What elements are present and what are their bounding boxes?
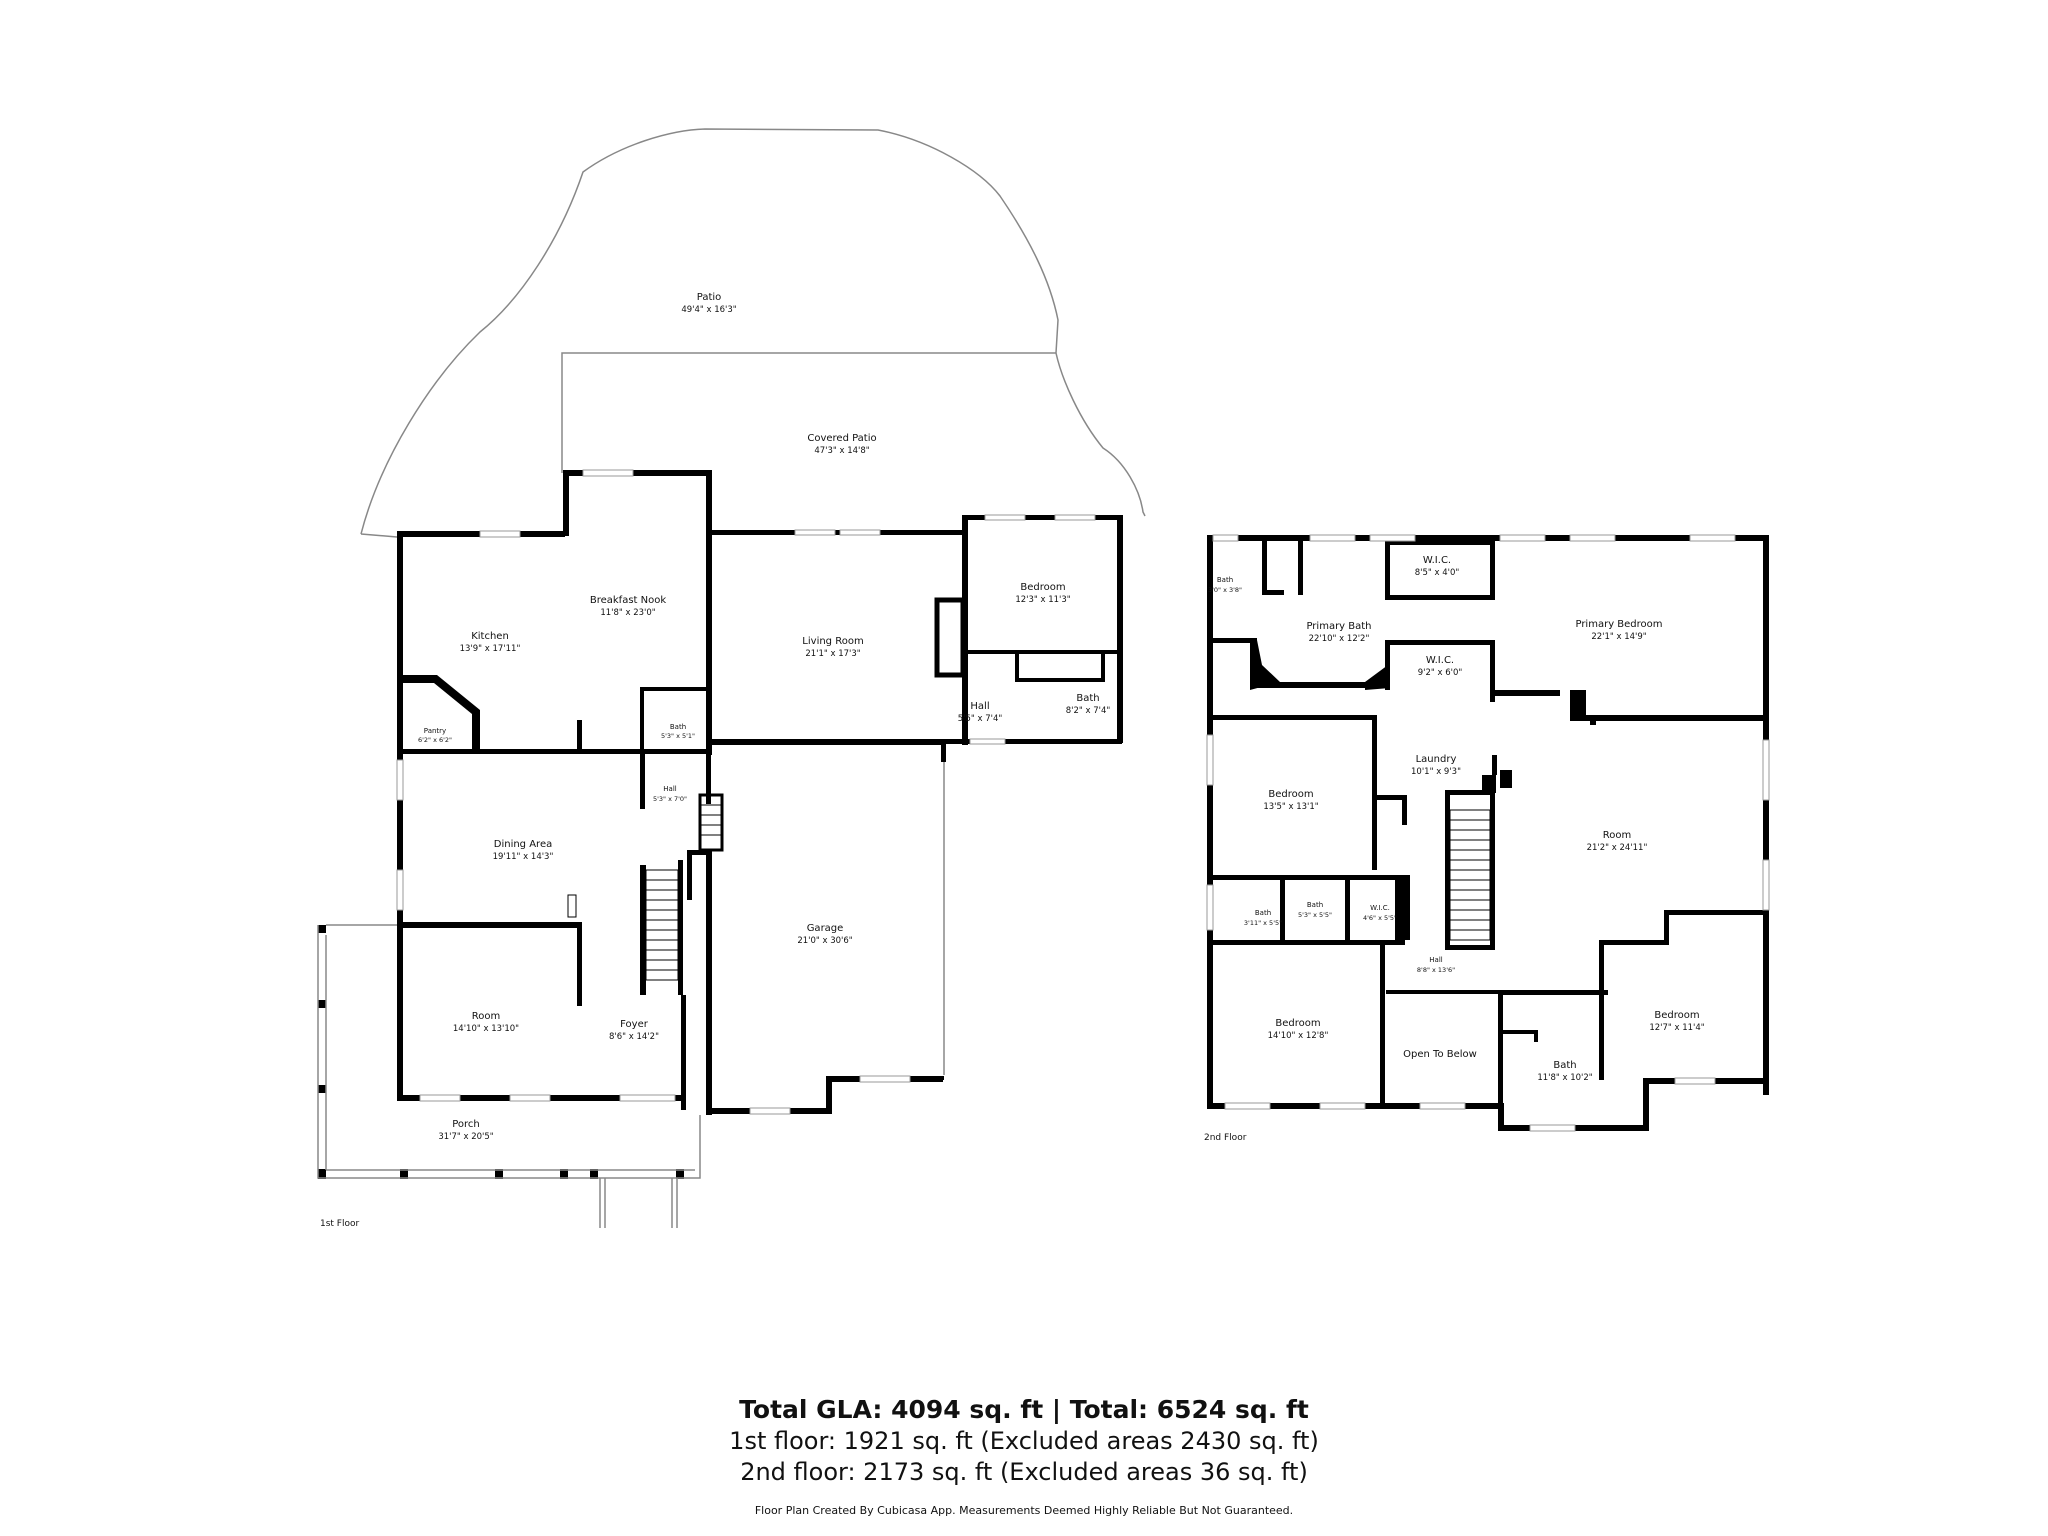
open-to-below-label: Open To Below: [1403, 1049, 1477, 1060]
patio-dims: 49'4" x 16'3": [681, 305, 736, 315]
pantry-dims: 6'2" x 6'2": [418, 736, 452, 744]
pantry-name: Pantry: [424, 727, 446, 735]
laundry-dims: 10'1" x 9'3": [1411, 767, 1461, 777]
porch-name: Porch: [452, 1119, 480, 1130]
bedroom-2c-name: Bedroom: [1654, 1010, 1699, 1021]
first-floor-labels: Patio 49'4" x 16'3" Covered Patio 47'3" …: [320, 292, 1110, 1229]
disclaimer-text: Floor Plan Created By Cubicasa App. Meas…: [754, 1504, 1294, 1517]
bath-2a-name: Bath: [1217, 576, 1233, 584]
wic-b-name: W.I.C.: [1426, 655, 1454, 666]
patio-left-edge: [360, 533, 398, 538]
hall-2-name: Hall: [1429, 956, 1442, 964]
porch-outline: [317, 924, 701, 1228]
room-2-dims: 21'2" x 24'11": [1587, 843, 1648, 853]
foyer-dims: 8'6" x 14'2": [609, 1032, 659, 1042]
bath-2c-dims: 5'3" x 5'5": [1298, 911, 1332, 919]
covered-patio-outline: [561, 352, 1056, 473]
bath-a-name: Bath: [1076, 693, 1099, 704]
second-floor-labels: Bath 3'0" x 3'8" Primary Bath 22'10" x 1…: [1204, 555, 1705, 1143]
hall-a-name: Hall: [970, 701, 989, 712]
bath-b-name: Bath: [670, 723, 686, 731]
bedroom-2a-name: Bedroom: [1268, 789, 1313, 800]
porch-dims: 31'7" x 20'5": [438, 1132, 493, 1142]
bath-2b-dims: 3'11" x 5'5": [1244, 919, 1282, 927]
dining-area-dims: 19'11" x 14'3": [493, 852, 554, 862]
primary-bedroom-dims: 22'1" x 14'9": [1591, 632, 1646, 642]
bath-2c-name: Bath: [1307, 901, 1323, 909]
bath-2b-name: Bath: [1255, 909, 1271, 917]
second-floor-windows: [1206, 534, 1770, 1132]
bedroom-2a-dims: 13'5" x 13'1": [1263, 802, 1318, 812]
bedroom-dims: 12'3" x 11'3": [1015, 595, 1070, 605]
bath-2d-dims: 11'8" x 10'2": [1537, 1073, 1592, 1083]
kitchen-dims: 13'9" x 17'11": [460, 644, 521, 654]
primary-bath-dims: 22'10" x 12'2": [1309, 634, 1370, 644]
covered-patio-name: Covered Patio: [807, 433, 876, 444]
wic-a-name: W.I.C.: [1423, 555, 1451, 566]
patio-name: Patio: [697, 292, 722, 303]
room-dims: 14'10" x 13'10": [453, 1024, 519, 1034]
hall-2-dims: 8'8" x 13'6": [1417, 966, 1455, 974]
second-floor-stairs: [1449, 809, 1491, 941]
bedroom-2b-dims: 14'10" x 12'8": [1268, 1031, 1329, 1041]
wic-c-dims: 4'6" x 5'5": [1363, 914, 1397, 922]
first-floor-plan: Patio 49'4" x 16'3" Covered Patio 47'3" …: [317, 128, 1146, 1229]
first-floor-label: 1st Floor: [320, 1219, 359, 1229]
hall-b-dims: 5'3" x 7'0": [653, 795, 687, 803]
bath-2a-dims: 3'0" x 3'8": [1208, 586, 1242, 594]
wic-a-dims: 8'5" x 4'0": [1415, 568, 1460, 578]
dining-area-name: Dining Area: [494, 839, 552, 850]
first-floor-stairs: [645, 804, 722, 981]
room-2-name: Room: [1603, 830, 1631, 841]
bath-b-dims: 5'3" x 5'1": [661, 732, 695, 740]
bath-2d-name: Bath: [1553, 1060, 1576, 1071]
kitchen-name: Kitchen: [471, 631, 509, 642]
hall-b-name: Hall: [663, 785, 676, 793]
total-area-line: Total GLA: 4094 sq. ft | Total: 6524 sq.…: [739, 1395, 1309, 1424]
second-floor-label: 2nd Floor: [1204, 1133, 1247, 1143]
second-floor-walls: [1207, 535, 1769, 1131]
bedroom-2b-name: Bedroom: [1275, 1018, 1320, 1029]
covered-patio-dims: 47'3" x 14'8": [814, 446, 869, 456]
garage-name: Garage: [807, 923, 844, 934]
wic-c-name: W.I.C.: [1370, 904, 1390, 912]
living-room-name: Living Room: [802, 636, 863, 647]
hall-a-dims: 5'5" x 7'4": [958, 714, 1003, 724]
wic-b-dims: 9'2" x 6'0": [1418, 668, 1463, 678]
patio-outline: [360, 128, 1146, 535]
primary-bath-name: Primary Bath: [1306, 621, 1371, 632]
living-room-dims: 21'1" x 17'3": [805, 649, 860, 659]
bath-a-dims: 8'2" x 7'4": [1066, 706, 1111, 716]
second-floor-area-line: 2nd floor: 2173 sq. ft (Excluded areas 3…: [740, 1458, 1308, 1486]
bedroom-name: Bedroom: [1020, 582, 1065, 593]
breakfast-nook-dims: 11'8" x 23'0": [600, 608, 655, 618]
room-name: Room: [472, 1011, 500, 1022]
area-summary: Total GLA: 4094 sq. ft | Total: 6524 sq.…: [0, 1394, 2048, 1488]
foyer-name: Foyer: [620, 1019, 649, 1030]
first-floor-windows: [396, 469, 1096, 1115]
second-floor-plan: Bath 3'0" x 3'8" Primary Bath 22'10" x 1…: [1204, 534, 1770, 1143]
first-floor-area-line: 1st floor: 1921 sq. ft (Excluded areas 2…: [729, 1427, 1319, 1455]
garage-dims: 21'0" x 30'6": [797, 936, 852, 946]
primary-bedroom-name: Primary Bedroom: [1575, 619, 1662, 630]
bedroom-2c-dims: 12'7" x 11'4": [1649, 1023, 1704, 1033]
laundry-name: Laundry: [1416, 754, 1457, 765]
breakfast-nook-name: Breakfast Nook: [590, 595, 666, 606]
